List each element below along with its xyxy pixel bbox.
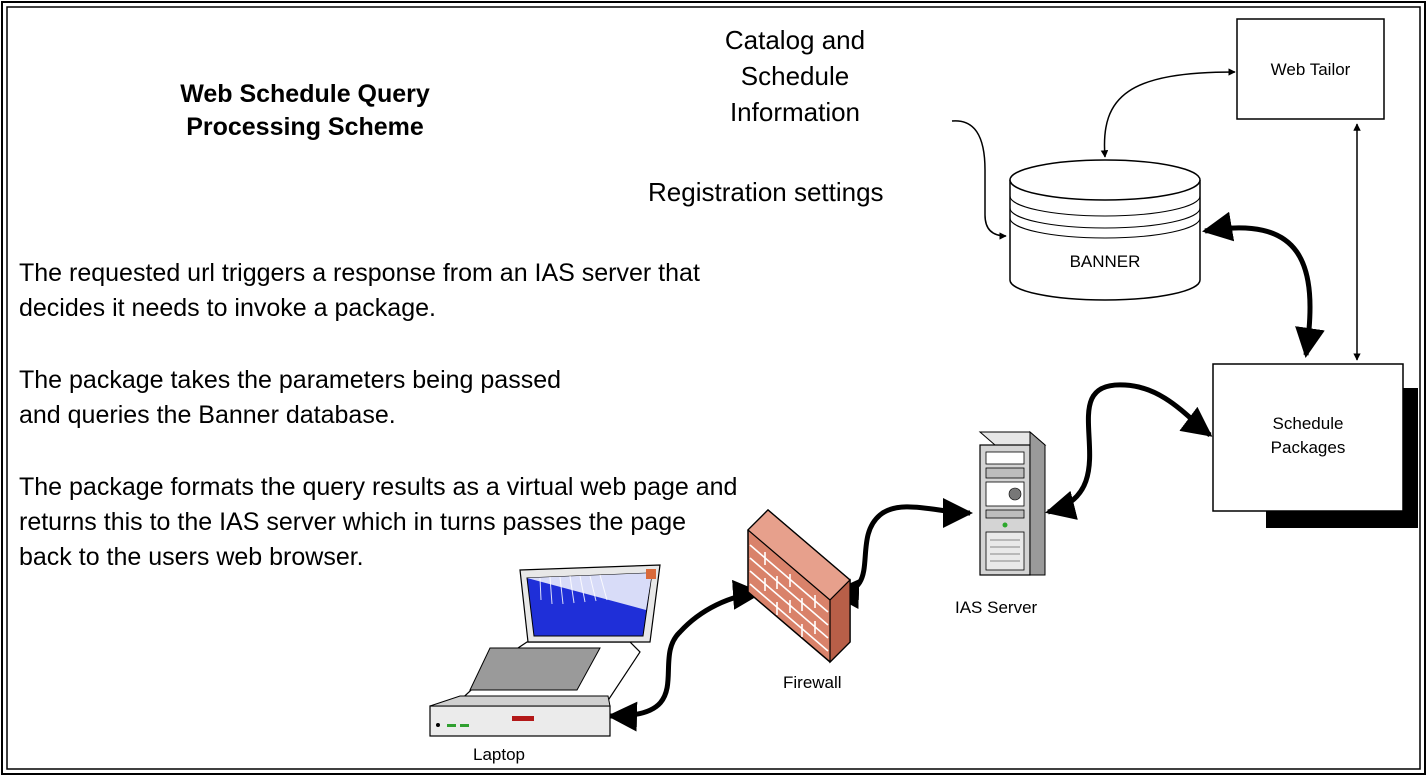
banner-packages-arrow — [1202, 211, 1325, 358]
laptop-label: Laptop — [473, 745, 525, 764]
ias-server-icon — [978, 430, 1047, 576]
firewall-server-arrow — [829, 497, 973, 609]
schedule-packages-label: Schedule Packages — [1213, 412, 1403, 460]
settings-to-banner-arrow — [951, 120, 1007, 240]
firewall-icon — [747, 508, 851, 664]
catalog-line-2: Schedule — [740, 61, 850, 91]
paragraph-3: The package formats the query results as… — [19, 473, 738, 571]
banner-label: BANNER — [1069, 252, 1141, 271]
banner-webtailor-arrow — [1100, 68, 1236, 158]
web-tailor-box — [1236, 18, 1385, 120]
registration-settings-label: Registration settings — [648, 177, 884, 207]
web-tailor-label: Web Tailor — [1270, 60, 1351, 79]
catalog-line-1: Catalog and — [724, 25, 866, 55]
paragraph-2: The package takes the parameters being p… — [19, 366, 562, 429]
laptop-icon — [429, 564, 661, 737]
title-line-2: Processing Scheme — [186, 113, 424, 141]
paragraph-1: The requested url triggers a response fr… — [19, 259, 700, 322]
server-packages-arrow — [1045, 382, 1213, 520]
diagram-title: Web Schedule Query Processing Scheme — [120, 78, 490, 144]
firewall-label: Firewall — [783, 673, 842, 692]
catalog-line-3: Information — [729, 97, 861, 127]
laptop-firewall-arrow — [607, 579, 763, 732]
schedule-packages-line-1: Schedule — [1272, 414, 1344, 433]
banner-database-icon — [1009, 159, 1201, 301]
schedule-packages-box — [1212, 363, 1404, 512]
ias-server-label: IAS Server — [955, 598, 1038, 617]
schedule-packages-line-2: Packages — [1270, 438, 1346, 457]
inner-border — [6, 6, 1421, 770]
title-line-1: Web Schedule Query — [180, 80, 430, 108]
catalog-info-label: Catalog and Schedule Information — [680, 22, 910, 130]
